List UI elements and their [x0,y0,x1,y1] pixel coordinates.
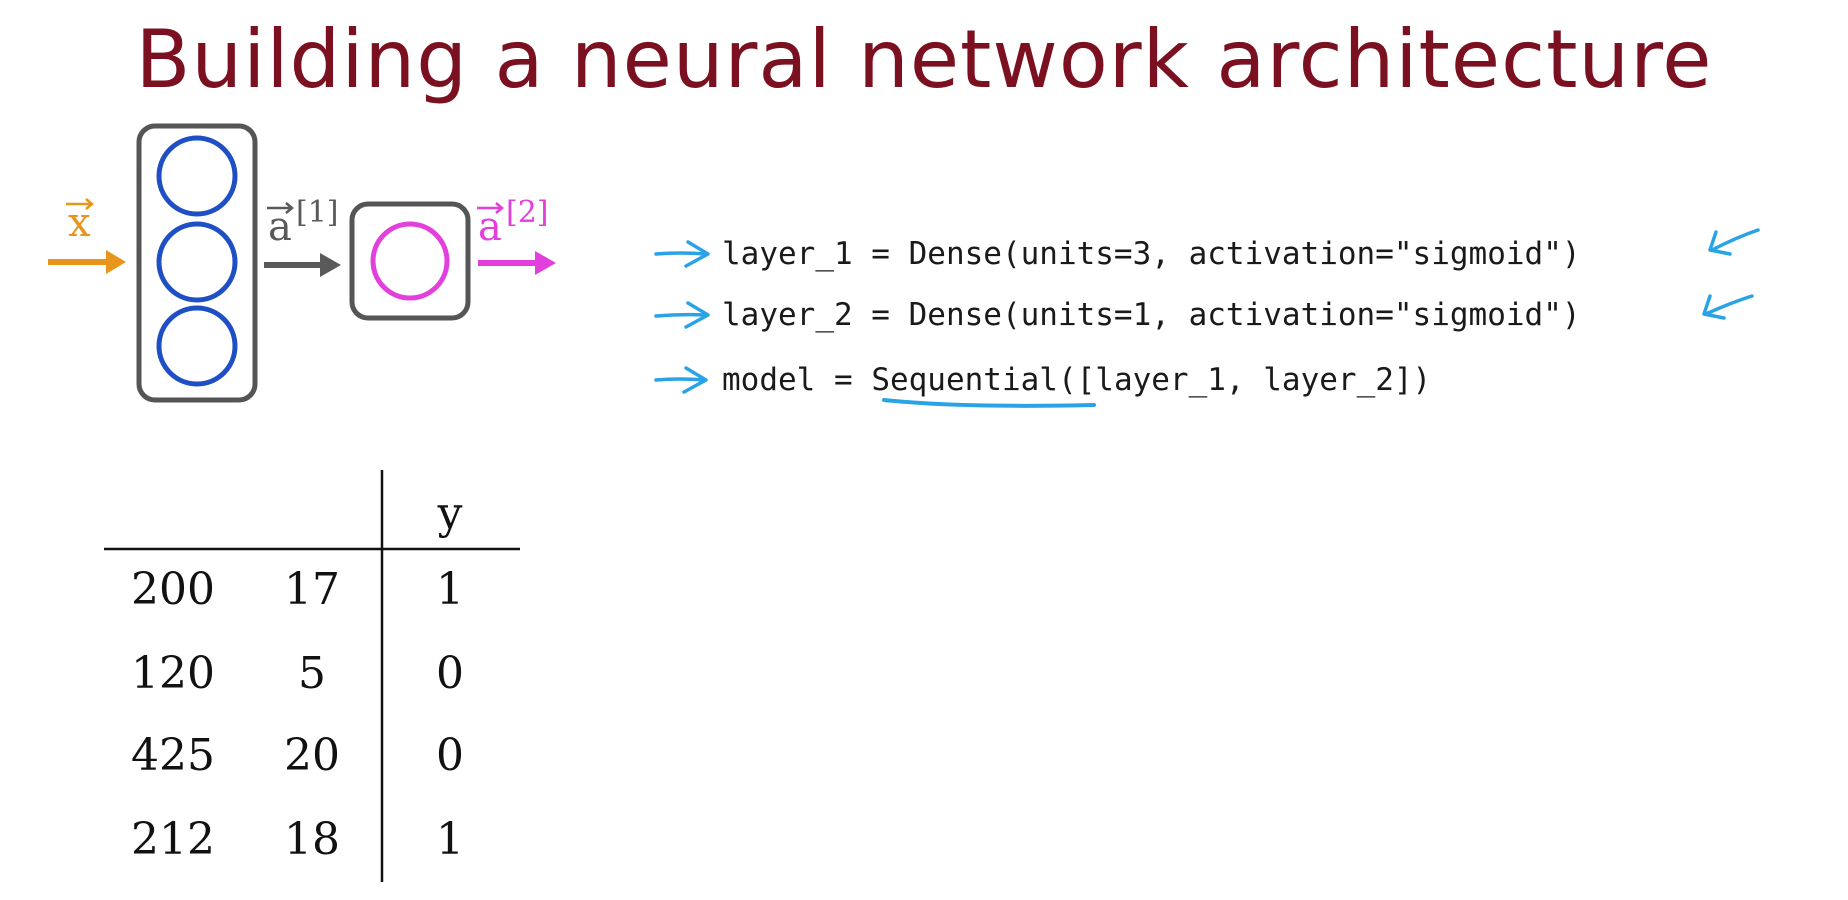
code-line-model: model = Sequential([layer_1, layer_2]) [722,360,1431,400]
table-cell: 200 [131,564,215,615]
table-cell: 17 [284,564,340,615]
table-cell: 20 [284,730,340,781]
code-line-layer-1: layer_1 = Dense(units=3, activation="sig… [722,236,1581,272]
output-activation-arrow [478,251,556,275]
table-cell: 18 [284,814,340,865]
table-cell: 5 [298,648,326,699]
code-model-suffix: ([layer_1, layer_2]) [1057,362,1432,398]
output-activation-label: a [2] [477,195,549,250]
hidden-activation-label: a [1] [267,195,339,250]
vector-arrow-icon [477,202,504,214]
table-cell: 212 [131,814,215,865]
hidden-activation-arrow [264,253,341,277]
code-line-layer-2: layer_2 = Dense(units=1, activation="sig… [722,297,1581,333]
input-arrow [48,250,126,274]
sequential-underline [882,398,1096,408]
annotation-arrow-icon [1702,294,1754,320]
a2-index: [2] [506,195,549,230]
annotation-arrow-icon [654,240,710,268]
code-model-prefix: model = [722,362,872,398]
hidden-layer-box [136,123,258,403]
table-cell: 425 [131,730,215,781]
vector-arrow-icon [267,202,294,214]
table-header-y: y [437,488,463,539]
a1-index: [1] [296,195,339,230]
table-cell: 0 [436,730,464,781]
a1-letter: a [268,204,292,250]
hidden-neuron-3 [156,305,238,387]
slide-title: Building a neural network architecture [135,13,1713,106]
table-cell: 1 [436,814,464,865]
input-label: x [68,200,91,246]
table-cell: 120 [131,648,215,699]
input-vector-label: x [66,198,94,246]
annotation-arrow-icon [1708,228,1760,256]
hidden-neuron-1 [156,135,238,217]
hidden-neuron-2 [156,221,238,303]
table-cell: 1 [436,564,464,615]
code-sequential-keyword: Sequential [871,362,1058,398]
table-cell: 0 [436,648,464,699]
vector-arrow-icon [66,198,94,210]
output-neuron [370,221,450,301]
output-layer-box [349,201,471,321]
annotation-arrow-icon [654,366,708,394]
annotation-arrow-icon [654,301,710,329]
a2-letter: a [478,204,502,250]
